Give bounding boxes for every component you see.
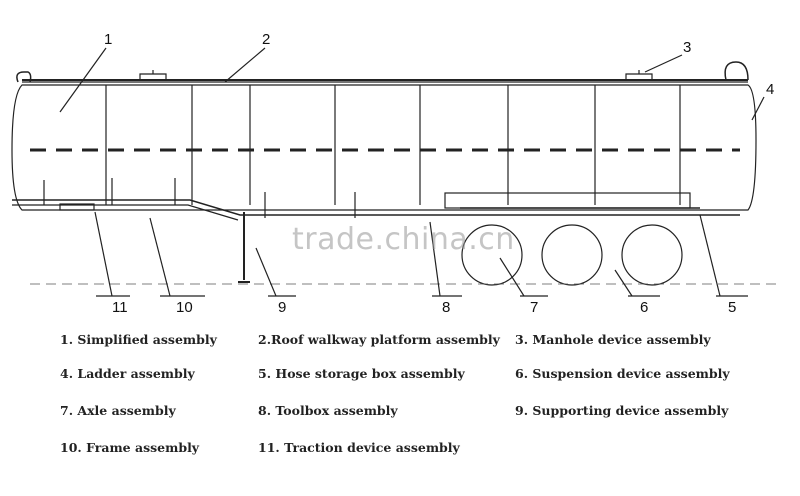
- callout-10: 10: [176, 299, 193, 316]
- callout-9: 9: [278, 299, 287, 316]
- tank-shell: [11, 84, 757, 211]
- watermark-text: trade.china.cn: [292, 222, 515, 257]
- callout-1: 1: [104, 31, 113, 48]
- frame: [12, 199, 740, 216]
- callout-4: 4: [766, 81, 775, 98]
- callout-7: 7: [530, 299, 539, 316]
- legend-item-11: 11. Traction device assembly: [258, 440, 460, 455]
- legend-item-9: 9. Supporting device assembly: [515, 403, 729, 418]
- callout-11: 11: [112, 299, 128, 316]
- manhole-rear: [625, 70, 653, 80]
- callout-3: 3: [683, 39, 692, 56]
- legend-item-1: 1. Simplified assembly: [60, 332, 217, 347]
- callout-2: 2: [262, 31, 271, 48]
- wheel-1: [461, 224, 523, 286]
- legend-item-5: 5. Hose storage box assembly: [258, 366, 465, 381]
- legend-item-10: 10. Frame assembly: [60, 440, 200, 455]
- wheel-3: [621, 224, 683, 286]
- legend-item-8: 8. Toolbox assembly: [258, 403, 398, 418]
- callout-8: 8: [442, 299, 451, 316]
- legend-item-3: 3. Manhole device assembly: [515, 332, 711, 347]
- manhole-front: [139, 70, 167, 80]
- legend-item-4: 4. Ladder assembly: [60, 366, 195, 381]
- kingpin: [59, 203, 95, 211]
- legend-item-7: 7. Axle assembly: [60, 403, 176, 418]
- wheel-2: [541, 224, 603, 286]
- front-handrail: [16, 71, 32, 83]
- legend-item-6: 6. Suspension device assembly: [515, 366, 730, 381]
- tanker-trailer-drawing: [11, 47, 780, 297]
- callout-6: 6: [640, 299, 649, 316]
- callout-5: 5: [728, 299, 737, 316]
- legend-item-2: 2.Roof walkway platform assembly: [258, 332, 500, 347]
- rear-handrail: [724, 61, 749, 81]
- hose-box: [444, 192, 691, 209]
